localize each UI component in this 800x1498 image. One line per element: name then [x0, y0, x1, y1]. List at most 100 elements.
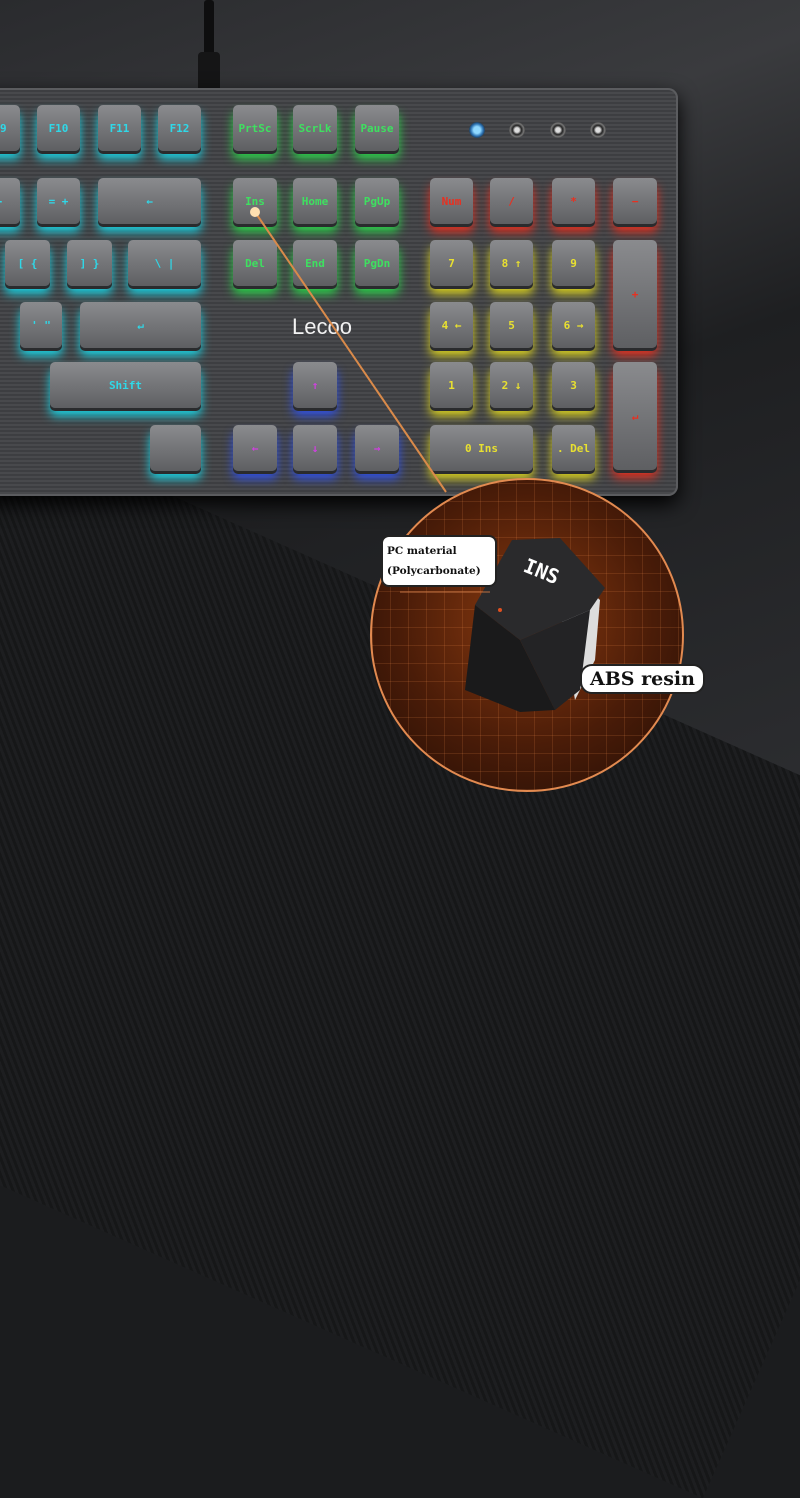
key-legend: PgDn: [363, 256, 391, 270]
keycap: ←: [98, 178, 201, 224]
indicator-led: [469, 122, 485, 138]
keycap: = +: [37, 178, 80, 224]
keycap: ←: [233, 425, 277, 471]
key-legend: 8 ↑: [501, 256, 522, 270]
key-legend: +: [631, 287, 639, 301]
key-legend: Pause: [360, 121, 394, 135]
keycap-top: [475, 538, 605, 640]
key-legend: ' ": [31, 318, 51, 332]
keycap: Shift: [50, 362, 201, 408]
keycap: 0 Ins: [430, 425, 533, 471]
pc-material-label: PC material (Polycarbonate): [381, 535, 497, 587]
pc-pointer-dot: [498, 608, 502, 612]
key-legend: ScrLk: [298, 121, 332, 135]
key-legend: ] }: [79, 256, 100, 270]
keycap: PgDn: [355, 240, 399, 286]
abs-resin-label: ABS resin: [580, 664, 705, 694]
keycap: /: [490, 178, 533, 224]
keycap: 4 ←: [430, 302, 473, 348]
keycap: ScrLk: [293, 105, 337, 151]
indicator-led: [509, 122, 525, 138]
keycap: Home: [293, 178, 337, 224]
key-legend: 7: [448, 256, 455, 270]
keycap-side: [465, 605, 555, 712]
keycap-front: [520, 610, 590, 710]
leader-line: [250, 207, 447, 493]
keycap: ↵: [613, 362, 657, 470]
key-legend: 1: [448, 378, 455, 392]
key-legend: Num: [441, 194, 462, 208]
keycap: -: [0, 178, 20, 224]
keycap: 3: [552, 362, 595, 408]
keycap: F9: [0, 105, 20, 151]
pc-label-line2: (Polycarbonate): [387, 565, 481, 577]
keycap: ↓: [293, 425, 337, 471]
keycap: F10: [37, 105, 80, 151]
keycap: →: [355, 425, 399, 471]
keycap: 2 ↓: [490, 362, 533, 408]
keycap: ] }: [67, 240, 112, 286]
key-legend: →: [373, 441, 381, 455]
key-legend: Home: [301, 194, 329, 208]
key-legend: 2 ↓: [501, 378, 522, 392]
key-legend: /: [508, 194, 515, 208]
key-legend: 9: [570, 256, 577, 270]
keycap: 6 →: [552, 302, 595, 348]
keycap: 1: [430, 362, 473, 408]
keycap: 7: [430, 240, 473, 286]
pc-label-line1: PC material: [387, 545, 457, 557]
key-legend: -: [0, 195, 3, 208]
key-legend: \ |: [154, 256, 175, 270]
key-legend: ↵: [631, 409, 639, 423]
keycap: Pause: [355, 105, 399, 151]
key-legend: 5: [508, 318, 515, 332]
keycap: 5: [490, 302, 533, 348]
keycap: *: [552, 178, 595, 224]
key-legend: Ins: [245, 194, 265, 208]
keycap-illustration: INS: [400, 538, 605, 712]
key-legend: 6 →: [563, 318, 584, 332]
key-legend: 0 Ins: [464, 441, 499, 455]
keycap: F12: [158, 105, 201, 151]
keycap: F11: [98, 105, 141, 151]
key-legend: ↑: [311, 378, 319, 392]
leader-dot: [250, 207, 260, 217]
keycap: −: [613, 178, 657, 224]
key-legend: [ {: [17, 256, 38, 270]
cable-strain-relief: [198, 52, 220, 92]
key-legend: F10: [48, 121, 69, 135]
keycap: Num: [430, 178, 473, 224]
key-legend: Del: [245, 256, 265, 270]
keycap: 9: [552, 240, 595, 286]
key-legend: 4 ←: [441, 318, 462, 332]
indicator-led: [550, 122, 566, 138]
keycap: \ |: [128, 240, 201, 286]
usb-cable: [204, 0, 214, 70]
key-legend: −: [631, 194, 639, 208]
key-legend: Shift: [108, 378, 143, 392]
key-legend: F9: [0, 121, 7, 135]
key-legend: PrtSc: [238, 121, 272, 135]
keycap: PgUp: [355, 178, 399, 224]
keycap: ' ": [20, 302, 62, 348]
key-legend: F12: [169, 121, 190, 135]
key-legend: ←: [251, 441, 259, 455]
key-legend: F11: [109, 121, 130, 135]
key-legend: PgUp: [363, 194, 391, 208]
key-legend: ↓: [311, 441, 319, 455]
keycap: +: [613, 240, 657, 348]
keycap: ↑: [293, 362, 337, 408]
keycap: PrtSc: [233, 105, 277, 151]
key-legend: = +: [48, 194, 69, 208]
key-legend: ←: [146, 194, 153, 208]
key-legend: ↵: [137, 318, 144, 332]
keycap: ↵: [80, 302, 201, 348]
key-legend: . Del: [556, 441, 591, 455]
key-legend: End: [305, 256, 325, 270]
keycap: Del: [233, 240, 277, 286]
keycap: . Del: [552, 425, 595, 471]
key-legend: *: [570, 194, 577, 208]
keycap: 8 ↑: [490, 240, 533, 286]
leader-line-stroke: [254, 211, 447, 493]
key-legend: 3: [570, 378, 577, 392]
